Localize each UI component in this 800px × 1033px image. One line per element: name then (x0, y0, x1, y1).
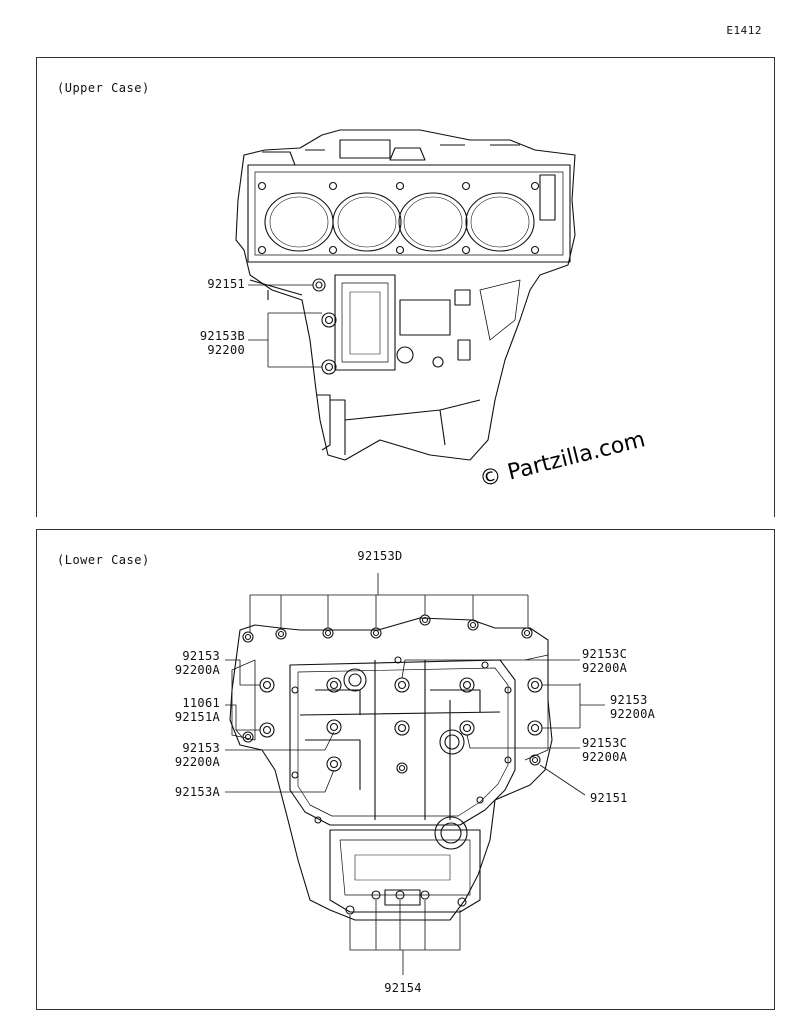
label-92153a: 92153A (174, 785, 220, 799)
label-92153d: 92153D (357, 549, 403, 563)
label-92153-left-1: 92153 (182, 649, 220, 663)
lower-leader-lines (225, 573, 605, 975)
label-92200a-right-3: 92200A (582, 750, 628, 764)
lower-case-title: (Lower Case) (57, 553, 150, 567)
label-92200a-right-2: 92200A (610, 707, 656, 721)
label-92200a-left-1: 92200A (174, 663, 220, 677)
label-92153c-right-3: 92153C (582, 736, 628, 750)
label-92200a-left-3: 92200A (174, 755, 220, 769)
upper-leader-lines (248, 284, 322, 368)
label-92154: 92154 (384, 981, 422, 995)
diagram-id: E1412 (726, 24, 762, 37)
label-92200a-right-1: 92200A (582, 661, 628, 675)
label-92200: 92200 (207, 343, 245, 357)
upper-crankcase-drawing (235, 129, 576, 461)
label-92153-right-2: 92153 (610, 693, 648, 707)
upper-case-title: (Upper Case) (57, 81, 150, 95)
upper-case-panel: (Upper Case) (36, 57, 775, 517)
label-92151-lower: 92151 (590, 791, 628, 805)
lower-crankcase-drawing (229, 614, 553, 921)
label-92151a: 92151A (174, 710, 220, 724)
label-92151-upper: 92151 (207, 277, 245, 291)
label-92153c-right-1: 92153C (582, 647, 628, 661)
label-92153b: 92153B (199, 329, 245, 343)
lower-case-panel: (Lower Case) (36, 529, 775, 1010)
label-11061: 11061 (182, 696, 220, 710)
label-92153-left-3: 92153 (182, 741, 220, 755)
